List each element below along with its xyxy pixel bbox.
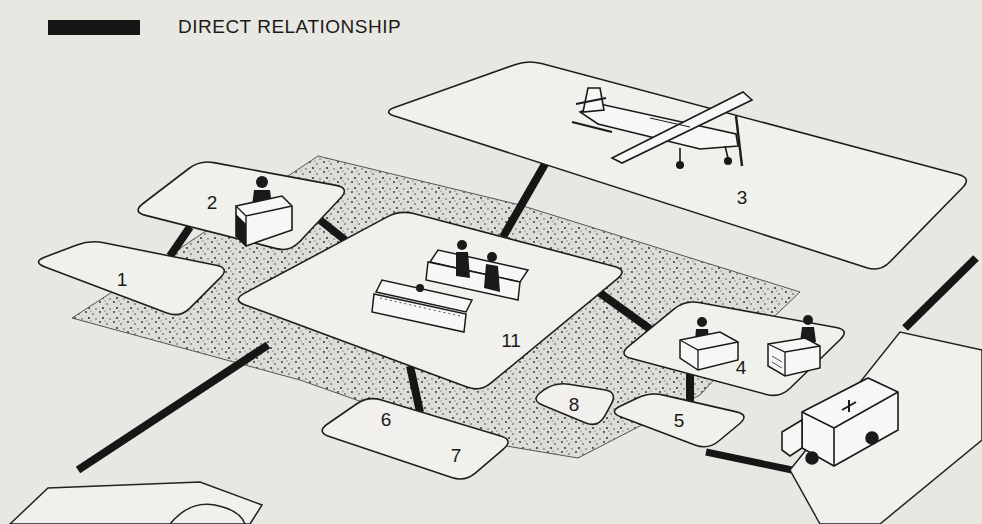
space-number: 4 xyxy=(736,358,747,379)
pad-outline xyxy=(614,296,854,402)
desk-illustration xyxy=(236,176,292,246)
space-number: 11 xyxy=(501,331,521,352)
relationship-bar xyxy=(600,293,650,329)
pad-outline xyxy=(312,392,518,486)
pad-outline xyxy=(228,206,632,396)
relationship-line xyxy=(78,345,268,470)
sofas-illustration xyxy=(372,240,528,332)
space-pad: 4 xyxy=(614,296,854,402)
pad-outline xyxy=(128,156,354,256)
lower-pad xyxy=(10,482,262,524)
relationship-line xyxy=(706,452,792,470)
legend-swatch xyxy=(48,20,140,35)
relationship-bar xyxy=(686,374,694,401)
space-number: 5 xyxy=(674,411,685,432)
ambulance xyxy=(782,378,898,466)
relationship-bar xyxy=(170,227,190,256)
desks-illustration xyxy=(680,315,820,376)
space-number: 3 xyxy=(737,188,748,209)
entry-curve xyxy=(170,504,245,524)
space-pad: 5 xyxy=(604,388,754,454)
relationship-line xyxy=(905,258,976,328)
legend: DIRECT RELATIONSHIP xyxy=(48,16,401,38)
relationship-bar xyxy=(410,366,420,412)
space-number: 6 xyxy=(381,410,392,431)
plane-illustration xyxy=(572,88,752,169)
space-pad: 2 xyxy=(128,156,354,256)
space-pad: 1 xyxy=(28,236,234,322)
space-number: 2 xyxy=(207,193,218,214)
legend-text: DIRECT RELATIONSHIP xyxy=(178,16,401,38)
space-pad: 67 xyxy=(312,392,518,486)
relationship-bar xyxy=(503,164,545,237)
relationship-bar xyxy=(320,220,345,240)
space-number: 7 xyxy=(451,446,462,467)
space-pad: 8 xyxy=(526,378,622,432)
space-number: 8 xyxy=(569,395,580,416)
pad-outline xyxy=(28,236,234,322)
space-number: 1 xyxy=(117,270,128,291)
space-pad: 11 xyxy=(228,206,632,396)
